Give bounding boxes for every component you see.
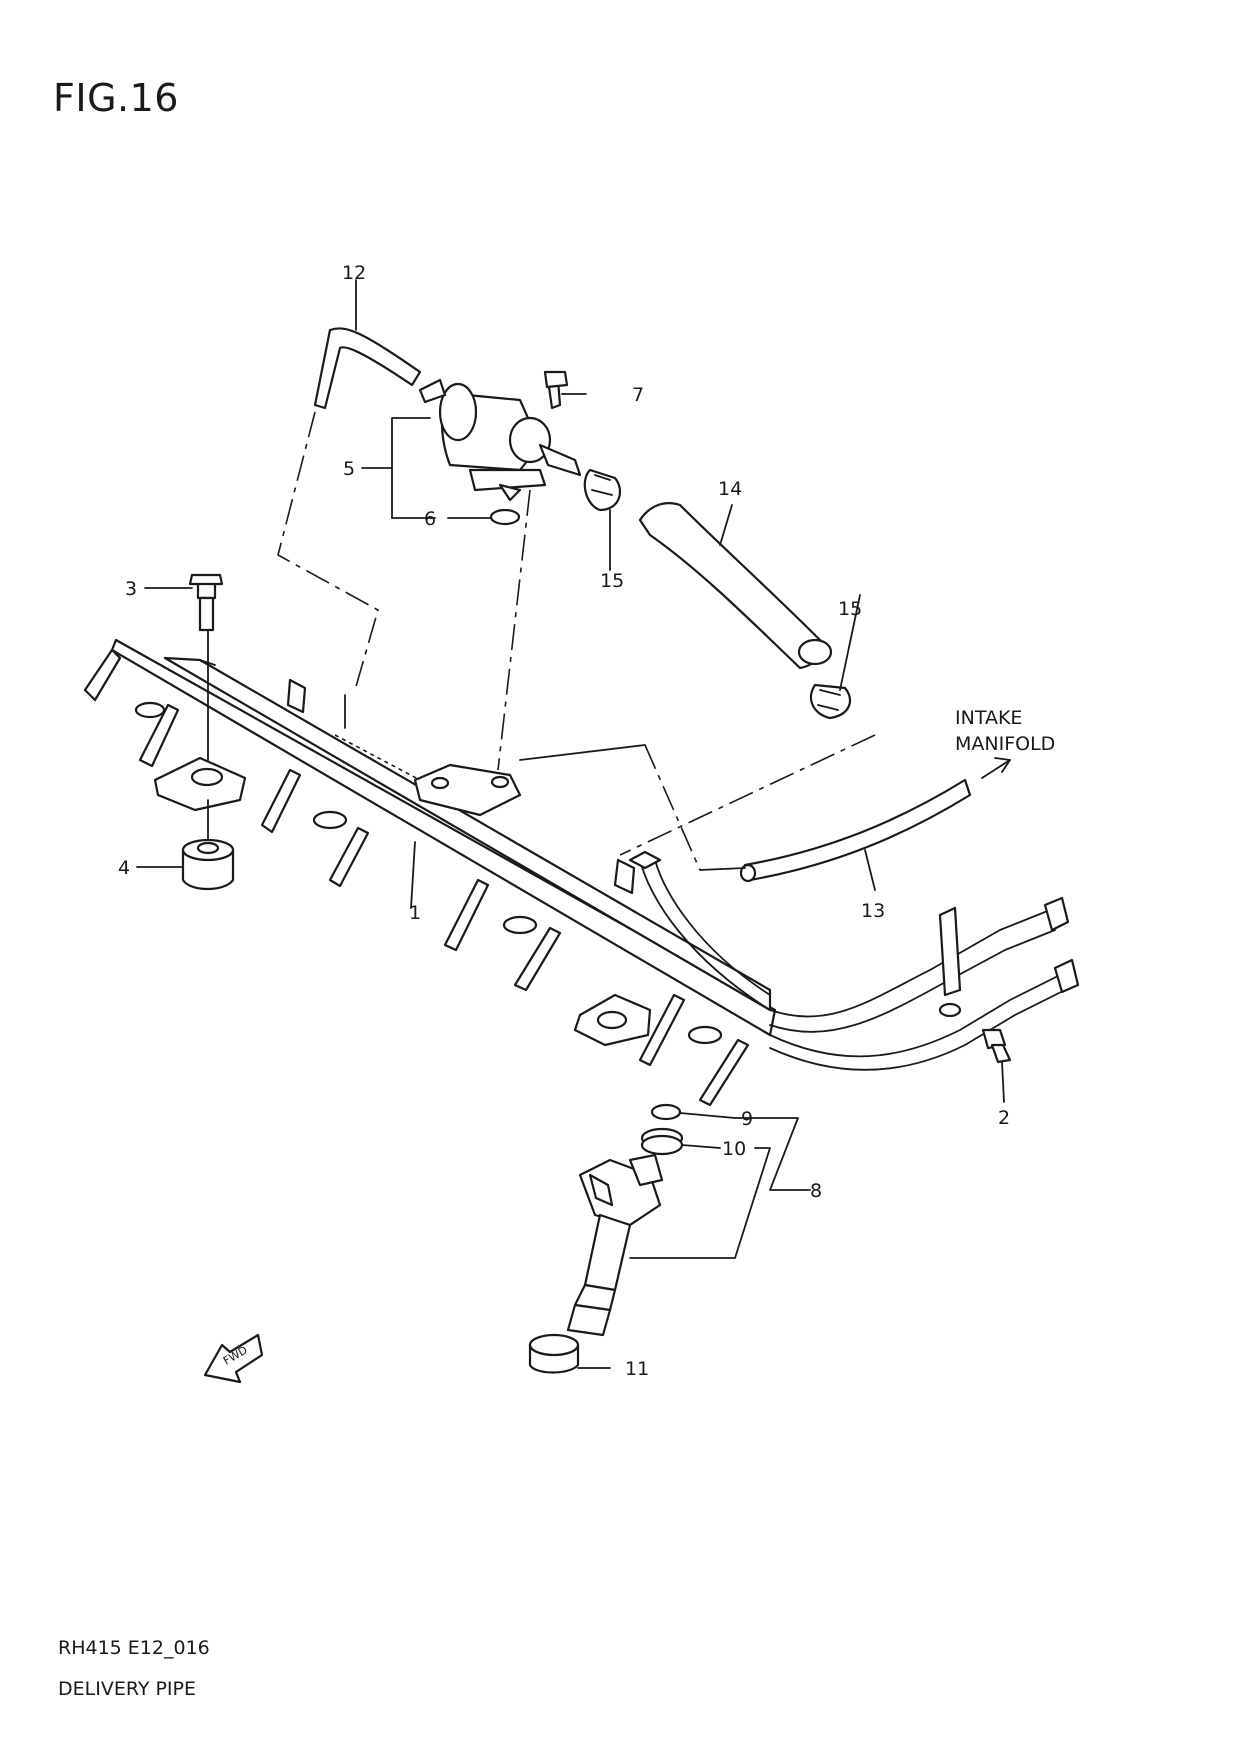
o-ring-part-9	[650, 1103, 682, 1121]
callout-15-lower: 15	[838, 598, 862, 620]
bolt-part-2	[981, 1028, 1012, 1064]
figure-title: FIG.16	[53, 76, 179, 120]
figure-name: DELIVERY PIPE	[58, 1678, 196, 1700]
bolt-part-3	[188, 573, 224, 632]
seal-part-11	[528, 1333, 580, 1374]
delivery-pipe-rail	[83, 638, 1080, 1107]
callout-numbers: 1 2 3 4 5 6 7 8 9 10 11 12 13 14 15 15	[118, 262, 1010, 1380]
callout-3: 3	[125, 578, 137, 600]
fuel-injector	[566, 1153, 664, 1337]
clamp-lower	[809, 683, 852, 720]
callout-13: 13	[861, 900, 885, 922]
callout-2: 2	[998, 1107, 1010, 1129]
callout-14: 14	[718, 478, 742, 500]
callout-9: 9	[741, 1108, 753, 1130]
injector-cups	[83, 648, 750, 1107]
callout-6: 6	[424, 508, 436, 530]
callout-8: 8	[810, 1180, 822, 1202]
leader-lines	[136, 279, 1005, 1369]
callout-15-upper: 15	[600, 570, 624, 592]
insulator-part-10	[640, 1127, 684, 1156]
callout-4: 4	[118, 857, 130, 879]
callout-10: 10	[722, 1138, 746, 1160]
callout-1: 1	[409, 902, 421, 924]
fuel-pipes	[628, 850, 1080, 1071]
intake-manifold-arrow	[981, 757, 1011, 779]
callout-5: 5	[343, 458, 355, 480]
return-hose	[638, 502, 833, 670]
callout-7: 7	[632, 384, 644, 406]
o-ring-part-6	[489, 508, 521, 526]
vacuum-hose	[313, 327, 422, 410]
figure-code: RH415 E12_016	[58, 1637, 210, 1659]
clamp-upper	[583, 468, 622, 512]
callout-12: 12	[342, 262, 366, 284]
pressure-regulator	[418, 378, 582, 502]
grommet-part-4	[181, 838, 235, 891]
callout-11: 11	[625, 1358, 649, 1380]
fwd-arrow-icon: FWD	[203, 1333, 264, 1384]
intake-note-line2: MANIFOLD	[955, 733, 1055, 755]
intake-note-line1: INTAKE	[955, 707, 1022, 729]
bolt-part-7	[543, 370, 569, 410]
assembly-lines	[207, 411, 876, 871]
intake-hose	[739, 778, 972, 883]
